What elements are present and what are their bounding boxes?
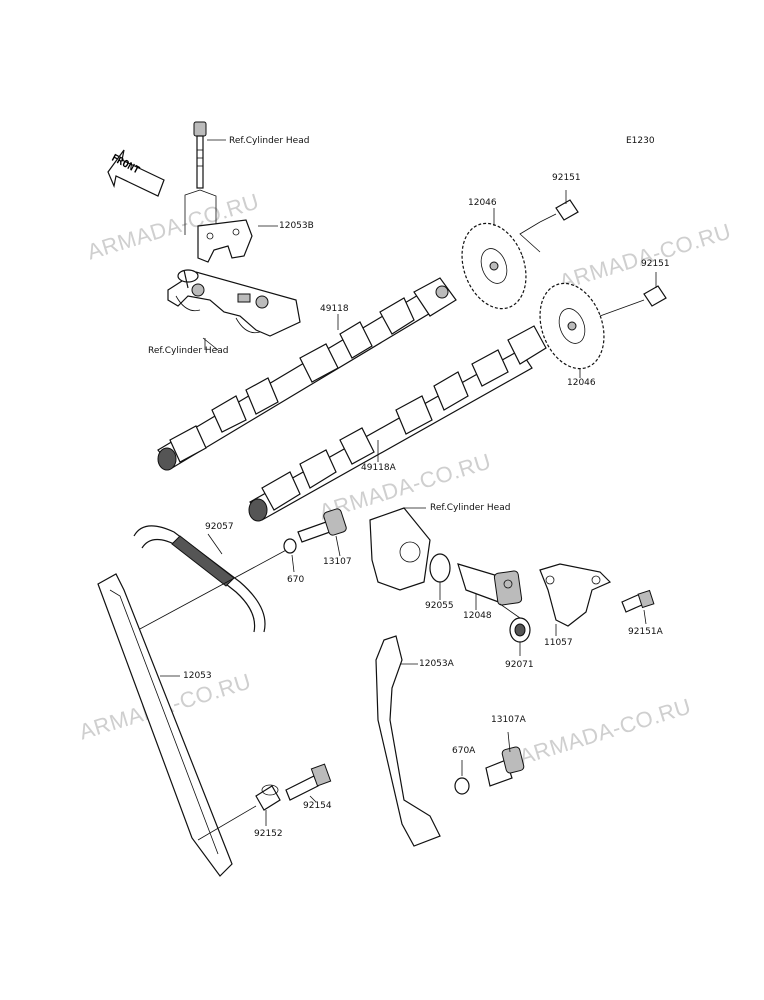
ref-cylinder-head-bracket: [369, 507, 431, 591]
tensioner-12048: [457, 563, 523, 610]
part-92057-label: 92057: [205, 522, 234, 532]
part-92151-label: 92151: [641, 259, 670, 269]
gasket-11057: [539, 563, 612, 636]
part-92151-label: 92151: [552, 173, 581, 183]
chain-guide-12053a: [375, 635, 441, 847]
leader: [202, 337, 219, 351]
part-49118a-label: 49118A: [361, 463, 396, 473]
bolt-92154: [285, 763, 332, 803]
part-12053b-label: 12053B: [279, 221, 314, 231]
part-12046-label: 12046: [468, 198, 497, 208]
leader: [499, 603, 521, 619]
front-arrow-icon: [107, 149, 165, 197]
o-ring-670: [283, 538, 297, 573]
cam-cap-bolt: [193, 121, 226, 189]
bolt-92151a: [621, 589, 655, 625]
part-92071-label: 92071: [505, 660, 534, 670]
part-670-label: 670: [287, 575, 305, 585]
camshaft-49118a: [248, 325, 547, 522]
camshaft-49118: [157, 277, 457, 471]
part-12053a-label: 12053A: [419, 659, 454, 669]
sprocket-bolt-right: [599, 272, 667, 317]
pivot-bolt-13107: [297, 508, 347, 557]
sprocket-bolt-top: [519, 190, 579, 253]
part-11057-label: 11057: [544, 638, 573, 648]
cam-sprocket-bottom: [539, 282, 605, 370]
leader: [137, 547, 291, 631]
diagram-code: E1230: [626, 136, 655, 146]
ref-cylinder-head-label: Ref.Cylinder Head: [148, 346, 229, 356]
o-ring-670a: [454, 760, 470, 795]
ref-cylinder-head-label: Ref.Cylinder Head: [430, 503, 511, 513]
camshaft-cap: [167, 269, 301, 337]
pivot-bolt-13107a: [485, 731, 525, 787]
collar-92152: [255, 784, 281, 826]
part-13107-label: 13107: [323, 557, 352, 567]
part-13107a-label: 13107A: [491, 715, 526, 725]
part-12053-label: 12053: [183, 671, 212, 681]
part-92055-label: 92055: [425, 601, 454, 611]
cam-chain-guide-bracket: [197, 219, 253, 263]
ref-cylinder-head-label: Ref.Cylinder Head: [229, 136, 310, 146]
part-92154-label: 92154: [303, 801, 332, 811]
part-49118-label: 49118: [320, 304, 349, 314]
part-12048-label: 12048: [463, 611, 492, 621]
leader: [197, 805, 257, 841]
seal-92071: [509, 617, 531, 656]
cam-sprocket-top: [461, 222, 527, 310]
part-12046-label: 12046: [567, 378, 596, 388]
part-92152-label: 92152: [254, 829, 283, 839]
part-670a-label: 670A: [452, 746, 476, 756]
part-92151a-label: 92151A: [628, 627, 663, 637]
gasket-92055: [429, 553, 451, 600]
cam-chain: [133, 525, 266, 633]
chain-guide-12053: [97, 573, 233, 877]
